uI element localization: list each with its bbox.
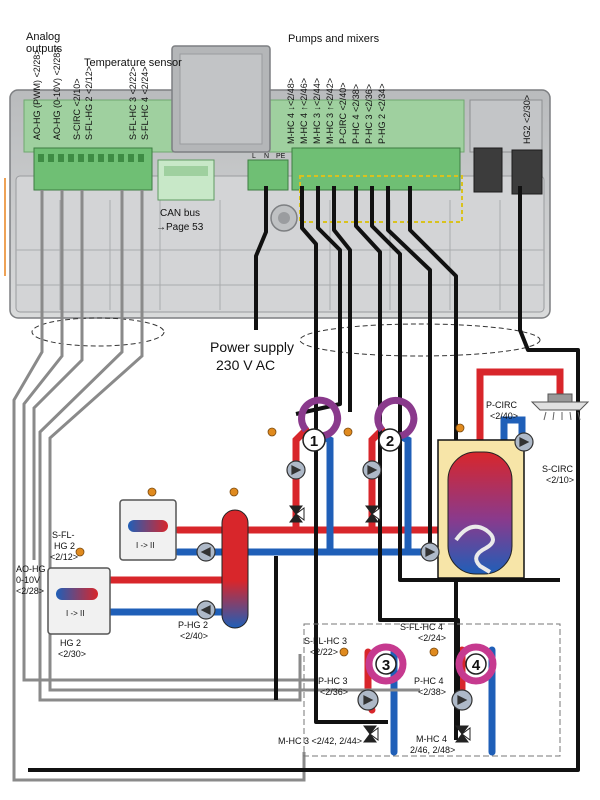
sensor-buffer-icon <box>229 487 239 497</box>
label-s-fl-hc3-ref: <2/22> <box>310 647 338 657</box>
buffer-tank <box>221 509 249 629</box>
terminal-m-hc3-up: M-HC 3 ↑<2/42> <box>325 78 335 144</box>
mixer-circuit-2-icon <box>365 505 381 523</box>
circuit-3-coil: 3 <box>365 643 407 685</box>
label-s-fl-hc3: S-FL-HC 3 <box>304 636 347 646</box>
label-p-hc3: P-HC 3 <box>318 676 348 686</box>
terminal-block-mains <box>247 159 289 191</box>
circuit-4-coil: 4 <box>455 643 497 685</box>
pump-hg2-icon <box>196 600 216 620</box>
sensor-circuit-3-icon <box>339 647 349 657</box>
pump-circuit-3-icon <box>357 689 379 711</box>
terminal-block-left <box>33 147 153 191</box>
circuit-2-coil: 2 <box>374 397 418 452</box>
label-hg2: HG 2 <box>60 638 81 648</box>
terminal-m-hc4-down: M-HC 4 ↓<2/48> <box>286 78 296 144</box>
label-hg2-ref: <2/30> <box>58 649 86 659</box>
terminal-p-hc4: P-HC 4 <2/38> <box>351 84 361 144</box>
mixer-circuit-3-icon <box>363 725 379 743</box>
label-s-fl-hg2-ref: <2/12> <box>50 552 78 562</box>
terminal-labels: AO-HG (PWM) <2/28> AO-HG (0-10V) <2/28> … <box>32 47 532 144</box>
pump-circuit-1-icon <box>286 460 306 480</box>
mixer-circuit-4-icon <box>455 725 471 743</box>
pumps-mixers-label: Pumps and mixers <box>288 33 380 45</box>
sensor-hg2-icon <box>75 547 85 557</box>
heat-generator-2-label: I -> II <box>66 609 84 618</box>
label-p-hc3-ref: <2/36> <box>320 687 348 697</box>
terminal-s-circ: S-CIRC <2/10> <box>72 78 82 140</box>
terminal-p-hg2: P-HG 2 <2/34> <box>377 83 387 144</box>
heat-generator-2: I -> II <box>47 567 111 635</box>
terminal-s-fl-hc3: S-FL-HC 3 <2/22> <box>128 66 138 140</box>
terminal-ao-hg-010: AO-HG (0-10V) <2/28> <box>52 47 62 140</box>
label-s-fl-hc4: S-FL-HC 4 <box>400 622 443 632</box>
terminal-p-hc3: P-HC 3 <2/36> <box>364 84 374 144</box>
pump-circuit-4-icon <box>451 689 473 711</box>
terminal-s-fl-hc4: S-FL-HC 4 <2/24> <box>140 66 150 140</box>
pump-circuit-2-icon <box>362 460 382 480</box>
terminal-s-fl-hg2: S-FL-HG 2 <2/12> <box>84 66 94 140</box>
label-p-hg2: P-HG 2 <box>178 620 208 630</box>
cable-pass-left <box>31 317 165 347</box>
label-m-hc4-ref: 2/46, 2/48> <box>410 745 455 755</box>
circuit-3-4-frame <box>303 623 561 757</box>
terminal-p-circ: P-CIRC <2/40> <box>338 82 348 144</box>
display-module <box>171 45 271 153</box>
mains-terminal-l: L <box>252 153 256 160</box>
terminal-hg2: HG2 <2/30> <box>522 95 532 144</box>
label-p-circ: P-CIRC <box>486 400 517 410</box>
label-s-circ-ref: <2/10> <box>546 475 574 485</box>
label-m-hc3: M-HC 3 <2/42, 2/44> <box>278 736 362 746</box>
cable-gland <box>270 204 298 232</box>
circuit-4-number: 4 <box>472 657 481 674</box>
sensor-circuit-2-icon <box>343 427 353 437</box>
can-bus-ref: →Page 53 <box>156 222 204 233</box>
label-ao-hg: AO-HG <box>16 564 46 574</box>
sensor-tank-icon <box>455 423 465 433</box>
terminal-m-hc4-up: M-HC 4 ↑<2/46> <box>299 78 309 144</box>
power-voltage-label: 230 V AC <box>216 357 275 373</box>
terminal-m-hc3-down: M-HC 3 ↓<2/44> <box>312 78 322 144</box>
pump-tank-icon <box>420 542 440 562</box>
heat-generator-1: I -> II <box>119 499 177 561</box>
heat-generator-1-label: I -> II <box>136 541 154 550</box>
sensor-hg1-icon <box>147 487 157 497</box>
mixer-circuit-1-icon <box>289 505 305 523</box>
label-p-circ-ref: <2/40> <box>490 411 518 421</box>
sensor-circuit-1-icon <box>267 427 277 437</box>
label-s-circ: S-CIRC <box>542 464 573 474</box>
label-s-fl-hc4-ref: <2/24> <box>418 633 446 643</box>
terminal-block-can <box>157 159 215 201</box>
circuit-2-number: 2 <box>386 433 394 450</box>
label-s-fl-hg2: S-FL- <box>52 530 75 540</box>
shower-icon <box>530 393 590 421</box>
power-supply-label: Power supply <box>210 339 294 355</box>
mains-terminal-pe: PE <box>276 153 286 160</box>
mains-terminal-n: N <box>264 153 269 160</box>
circuit-1-number: 1 <box>310 433 318 450</box>
label-m-hc4: M-HC 4 <box>416 734 447 744</box>
label-p-hg2-ref: <2/40> <box>180 631 208 641</box>
pump-circulation-icon <box>514 432 534 452</box>
sensor-circuit-4-icon <box>429 647 439 657</box>
cable-pass-right <box>299 323 541 357</box>
relay-block <box>473 147 543 195</box>
pump-hg1-icon <box>196 542 216 562</box>
label-p-hc4-ref: <2/38> <box>418 687 446 697</box>
label-ao-hg-010: 0-10V <box>16 575 40 585</box>
circuit-3-number: 3 <box>382 657 390 674</box>
circuit-1-coil: 1 <box>298 396 342 452</box>
terminal-ao-hg-pwm: AO-HG (PWM) <2/28> <box>32 49 42 140</box>
label-p-hc4: P-HC 4 <box>414 676 444 686</box>
temperature-sensor-label: Temperature sensor <box>84 57 182 69</box>
terminal-block-pumps <box>291 147 463 223</box>
label-ao-hg-ref: <2/28> <box>16 586 44 596</box>
label-s-fl-hg2-b: HG 2 <box>54 541 75 551</box>
hot-water-tank <box>437 439 525 579</box>
can-bus-label: CAN bus <box>160 208 200 219</box>
